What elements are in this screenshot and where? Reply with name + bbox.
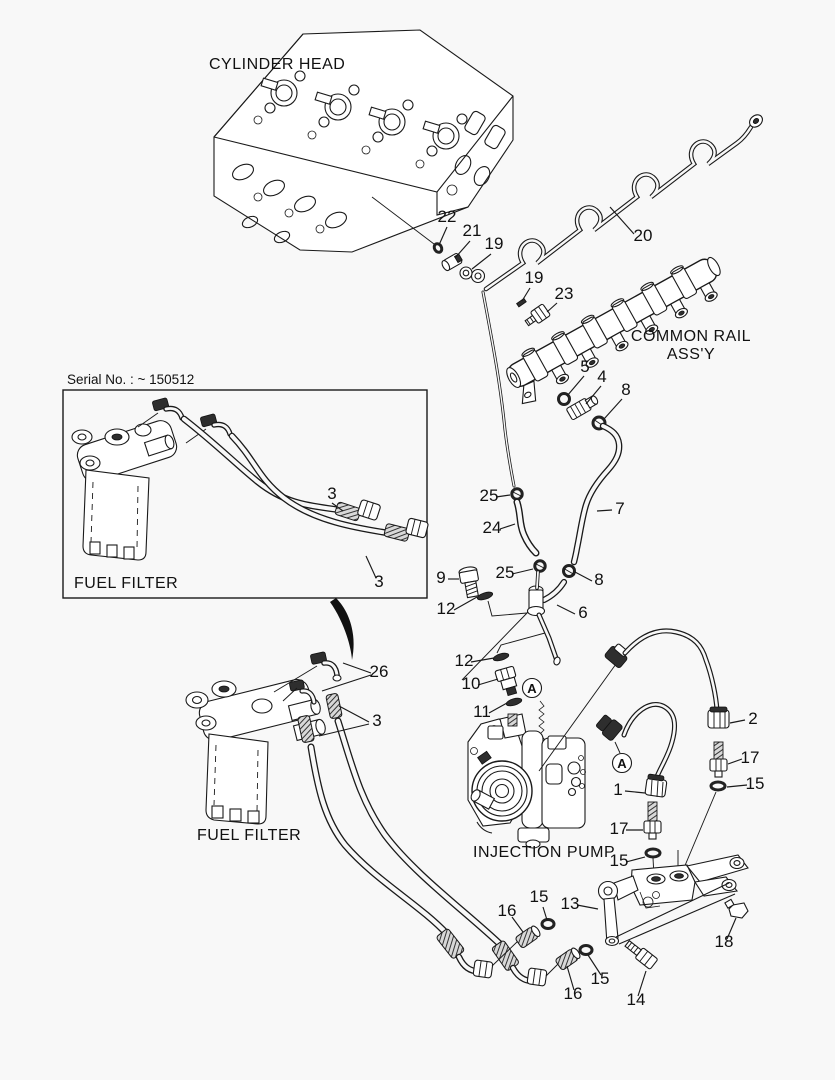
banjo-bolt-9 <box>458 566 479 599</box>
serial-number-text: Serial No. : ~ 150512 <box>67 372 194 387</box>
callout-14: 14 <box>627 990 646 1009</box>
rail-ports <box>551 282 718 385</box>
serial-number-box: Serial No. : ~ 150512 <box>62 372 428 599</box>
callout-19: 19 <box>485 234 504 253</box>
injection-pump-illustration <box>467 663 617 849</box>
fuel-filter-upper-illustration <box>71 397 429 561</box>
callout-8b: 8 <box>594 570 603 589</box>
label-cylinder-head: CYLINDER HEAD <box>209 56 345 73</box>
callout-19b: 19 <box>525 268 544 287</box>
mounting-bracket-13 <box>597 854 749 947</box>
callout-3-lower: 3 <box>372 711 381 730</box>
box-elbow-1 <box>152 397 185 421</box>
callout-6: 6 <box>578 603 587 622</box>
common-rail-illustration <box>506 256 721 405</box>
callout-1: 1 <box>613 780 622 799</box>
pointer-arrow <box>330 598 354 660</box>
injection-pipe-2 <box>604 628 730 876</box>
callout-8: 8 <box>621 380 630 399</box>
pipe-nut-1 <box>644 773 668 798</box>
callout-10: 10 <box>462 674 481 693</box>
callout-11: 11 <box>473 702 491 721</box>
fuel-hoses-lower <box>307 717 561 987</box>
detail-a-marker: A <box>521 677 546 741</box>
box-elbow-2 <box>200 413 233 437</box>
label-common-rail-2: ASS'Y <box>667 346 715 363</box>
banjo-bolt-23 <box>516 297 551 327</box>
callout-4: 4 <box>597 367 606 386</box>
washer-15-left <box>644 847 662 859</box>
injection-pipe-1 <box>596 702 679 877</box>
washer-15-c <box>540 918 556 930</box>
callout-23: 23 <box>555 284 574 303</box>
elbow-26-b <box>289 679 317 705</box>
fuel-filter-lower-illustration <box>185 651 343 825</box>
callout-18: 18 <box>715 932 734 951</box>
fuel-return-pipe <box>470 114 763 488</box>
label-fuel-filter-lower: FUEL FILTER <box>197 827 301 844</box>
callout-15-left: 15 <box>610 851 629 870</box>
callout-22: 22 <box>438 207 457 226</box>
adapter-17-right <box>709 741 728 778</box>
overflow-valve-4 <box>566 395 599 421</box>
return-hose-24 <box>510 487 547 590</box>
callout-15-c: 15 <box>530 887 549 906</box>
callout-2: 2 <box>748 709 757 728</box>
washer-12-upper <box>476 591 494 601</box>
callout-21: 21 <box>463 221 482 240</box>
callout-3-box-lower: 3 <box>374 572 383 591</box>
callout-17-left: 17 <box>610 819 629 838</box>
label-injection-pump: INJECTION PUMP <box>473 844 615 861</box>
callout-15-d: 15 <box>591 969 610 988</box>
fitting-parts-22-21-19 <box>432 242 473 280</box>
valve-cluster <box>314 84 360 128</box>
adapter-17-left <box>643 801 662 840</box>
callout-labels: 22 21 19 19 23 20 5 4 8 3 3 25 24 7 9 25… <box>327 207 764 1009</box>
callout-15-right: 15 <box>746 774 765 793</box>
elbow-26-a <box>310 651 342 682</box>
callout-24: 24 <box>483 518 502 537</box>
bolt-18 <box>724 898 749 919</box>
callout-9: 9 <box>436 568 445 587</box>
callout-25-upper: 25 <box>480 486 499 505</box>
bolt-14 <box>624 939 658 970</box>
connector-16-upper <box>515 925 541 948</box>
washer-15-right <box>709 780 727 792</box>
callout-12-upper: 12 <box>437 599 456 618</box>
valve-cluster <box>422 113 468 157</box>
callout-20: 20 <box>634 226 653 245</box>
valve-cluster <box>368 99 414 143</box>
pipe-nut-2 <box>707 706 730 729</box>
callout-5: 5 <box>580 357 589 376</box>
callout-16-upper: 16 <box>498 901 517 920</box>
cylinder-head-illustration <box>213 29 514 253</box>
connector-16-lower <box>555 947 581 970</box>
callout-26: 26 <box>370 662 389 681</box>
detail-a-marker-2: A <box>611 741 633 774</box>
callout-13: 13 <box>561 894 580 913</box>
rail-outlet-parts <box>526 392 623 666</box>
callout-12-lower: 12 <box>455 651 474 670</box>
callout-leader-lines <box>318 206 748 997</box>
banjo-bolt-10-assembly <box>492 632 546 707</box>
label-fuel-filter-upper: FUEL FILTER <box>74 575 178 592</box>
callout-17-right: 17 <box>741 748 760 767</box>
label-common-rail-1: COMMON RAIL <box>631 328 751 345</box>
detail-a-letter: A <box>617 756 627 771</box>
callout-7: 7 <box>615 499 624 518</box>
callout-16-lower: 16 <box>564 984 583 1003</box>
washer-15-d <box>578 944 594 956</box>
callout-3-box-upper: 3 <box>327 484 336 503</box>
rail-ribs <box>521 265 698 382</box>
valve-cluster <box>260 70 306 114</box>
callout-25-lower: 25 <box>496 563 515 582</box>
detail-a-letter: A <box>527 681 537 696</box>
tee-fitting-6 <box>526 585 561 666</box>
